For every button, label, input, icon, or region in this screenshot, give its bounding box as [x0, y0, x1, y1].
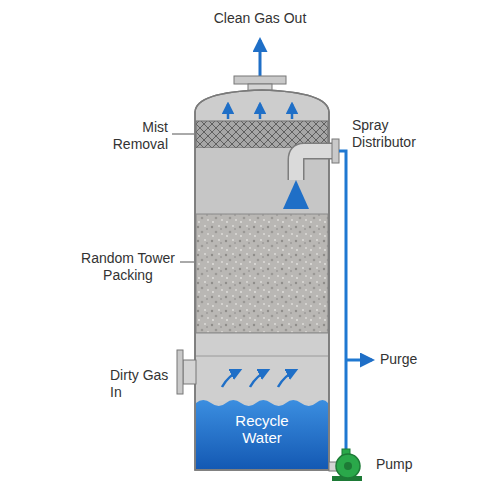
flow-label: Purge — [380, 351, 417, 368]
part-label: Spray Distributor — [352, 117, 444, 151]
gas-outlet-arrow — [259, 40, 262, 78]
leader-line — [172, 134, 194, 135]
fluid-label: Recycle Water — [222, 412, 302, 446]
gas-inlet-zone — [196, 333, 328, 401]
inlet-label: Dirty Gas In — [110, 367, 176, 401]
distributor-pipe-edge — [296, 151, 334, 180]
spray-cone — [283, 180, 309, 209]
outlet-flange — [234, 76, 286, 84]
pump-symbol — [336, 454, 360, 478]
gas-flow-arrows — [228, 104, 292, 119]
recycle-pipe — [339, 151, 346, 452]
part-label: Random Tower Packing — [80, 250, 176, 284]
inlet-flow-arrows — [222, 370, 296, 387]
pump-hub — [344, 462, 352, 470]
inlet-nozzle — [183, 360, 196, 384]
recycle-water — [196, 400, 328, 469]
part-label: Pump — [376, 456, 413, 473]
leader-line — [180, 262, 194, 263]
outlet-label: Clean Gas Out — [175, 10, 345, 27]
random-packing — [196, 214, 328, 333]
purge-arrow — [346, 359, 372, 362]
part-label: Mist Removal — [98, 119, 168, 153]
support-plate — [196, 333, 328, 334]
distributor-flange — [332, 139, 339, 163]
distributor-pipe — [296, 151, 334, 180]
inlet-flange — [177, 350, 183, 394]
support-line — [196, 356, 328, 357]
